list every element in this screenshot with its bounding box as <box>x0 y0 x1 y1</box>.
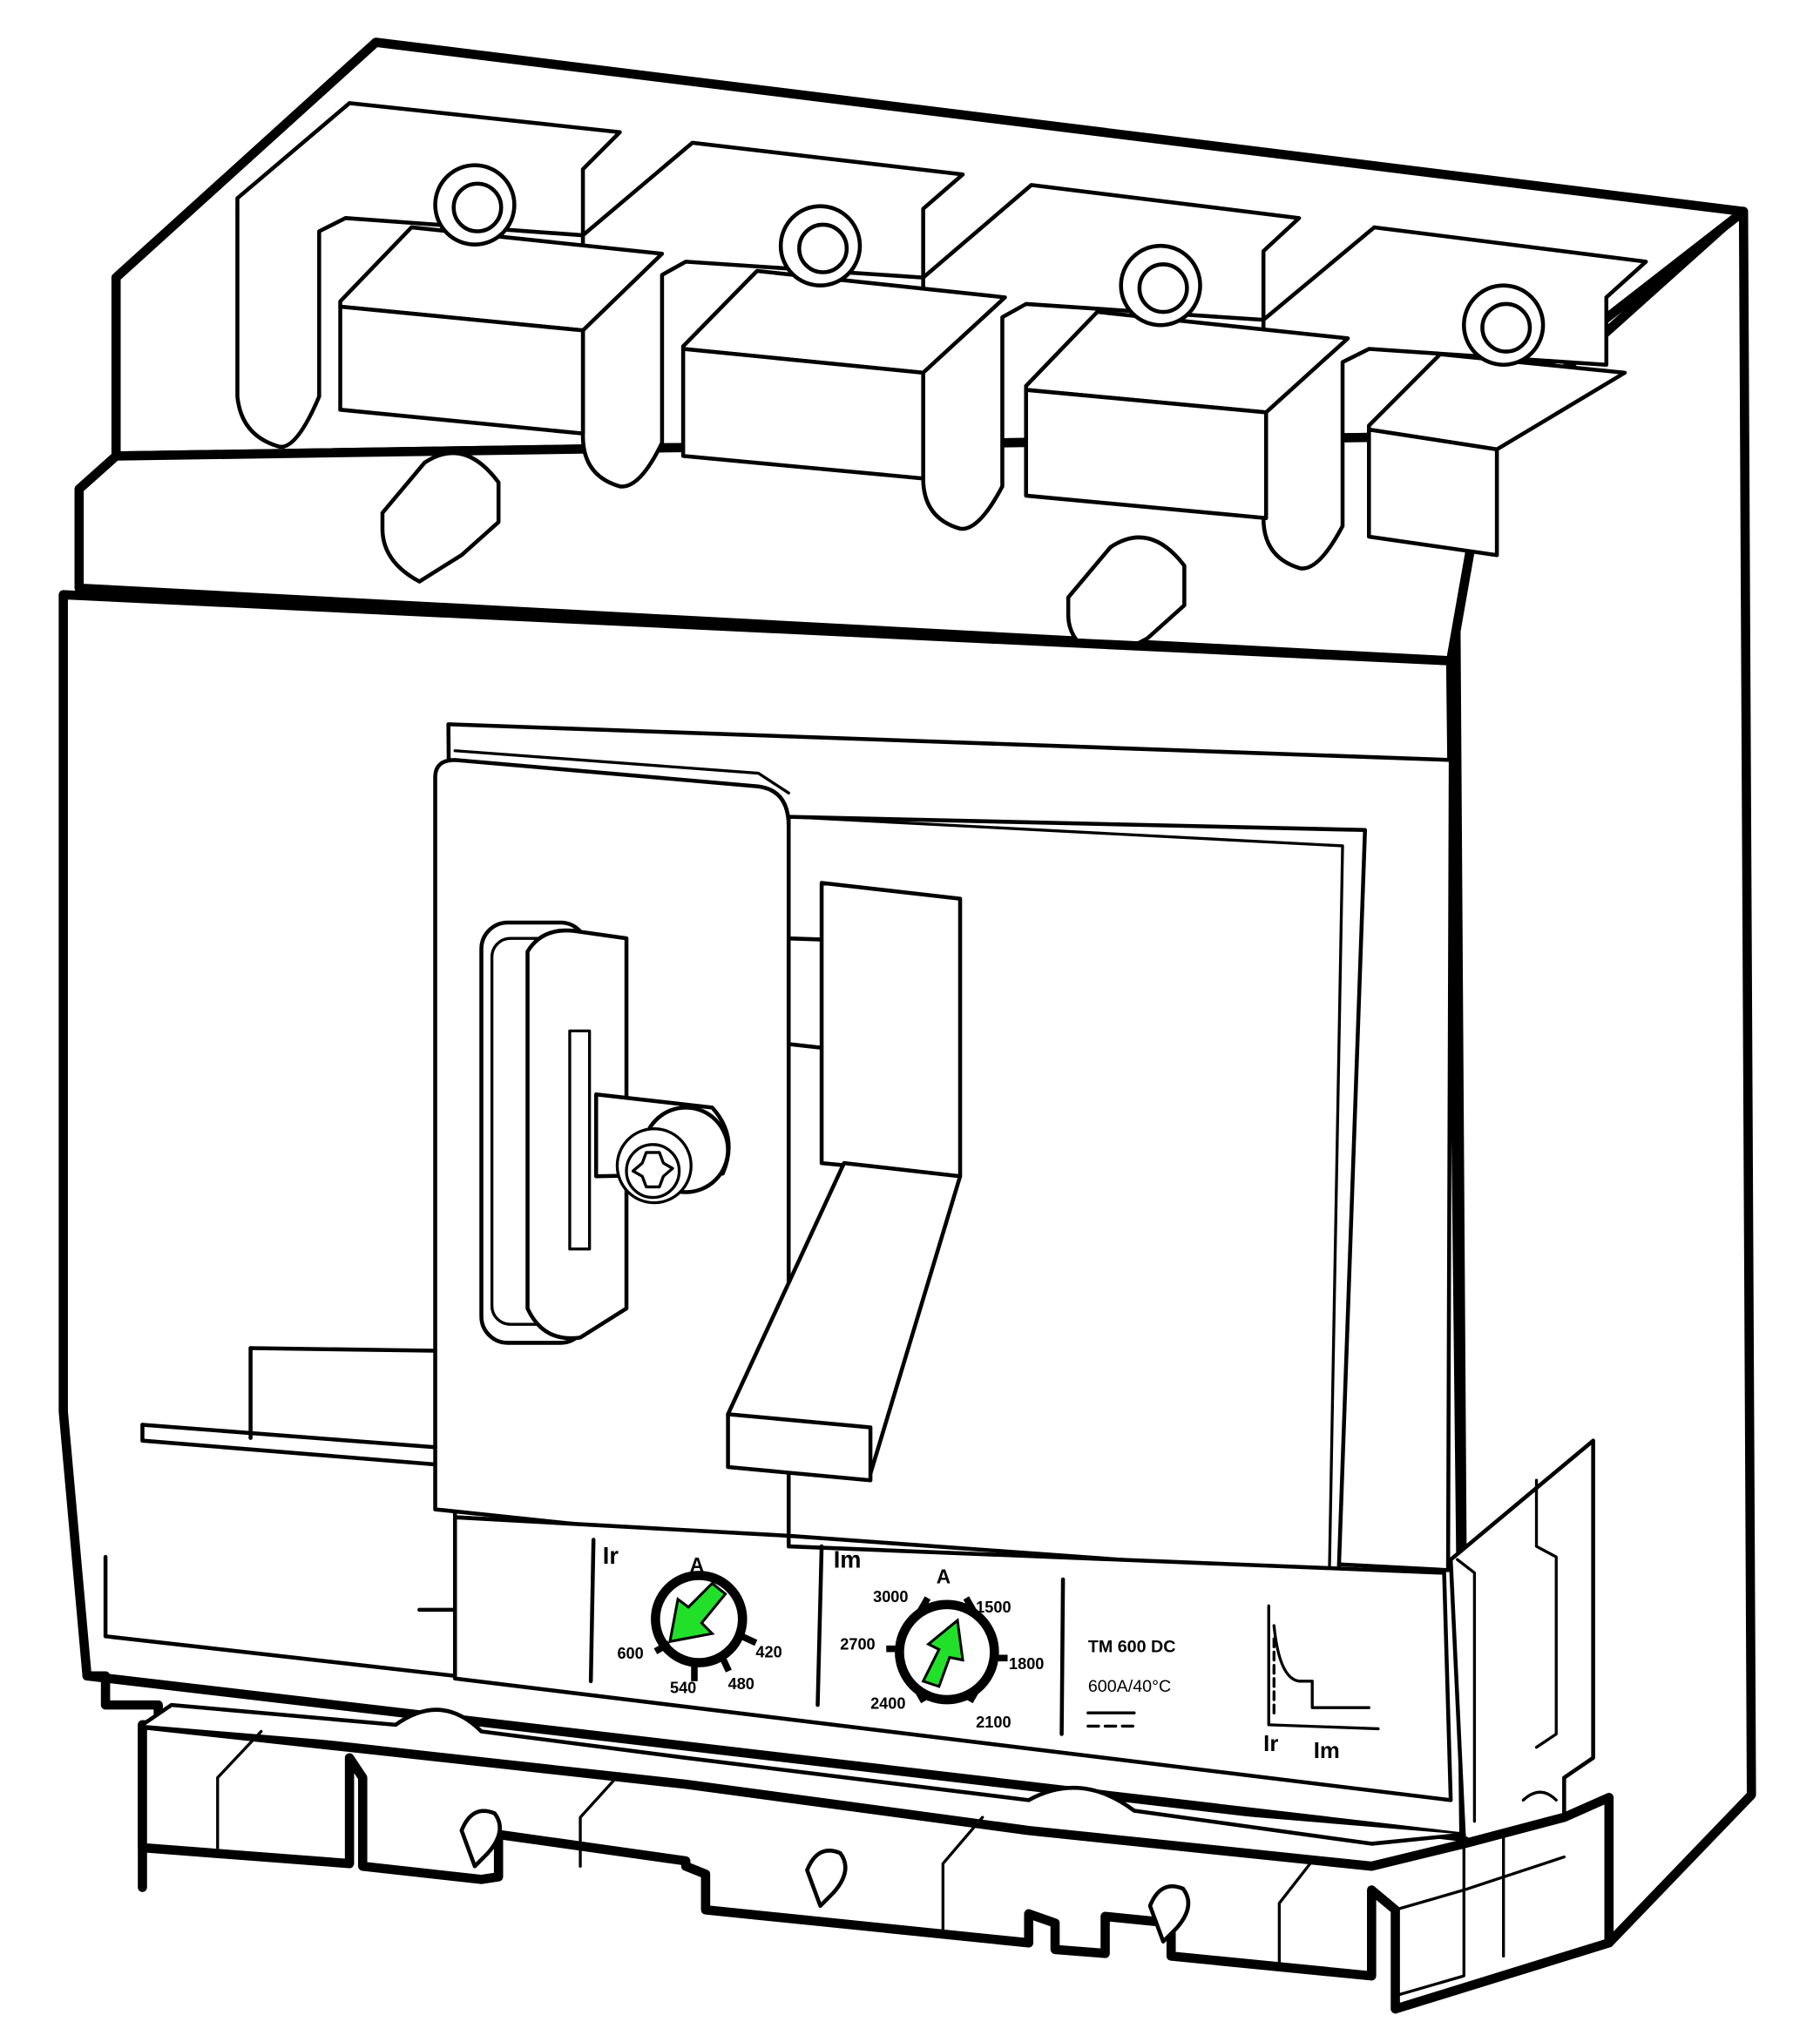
rating-text: 600A/40°C <box>1088 1677 1171 1696</box>
operating-handle[interactable] <box>726 881 963 1483</box>
curve-im-label: Im <box>1314 1739 1340 1763</box>
im-label: Im <box>834 1545 862 1572</box>
ir-label: Ir <box>603 1542 619 1569</box>
model-text: TM 600 DC <box>1088 1637 1176 1656</box>
ir-scale-540: 540 <box>670 1679 696 1696</box>
top-terminal-block <box>74 37 1749 666</box>
ir-scale-600: 600 <box>617 1645 643 1662</box>
torx-screw-icon[interactable] <box>615 1106 730 1205</box>
side-accessory <box>1448 1438 1595 1846</box>
ir-dial[interactable]: Ir A 600 540 480 420 <box>588 1538 824 1707</box>
rating-label: TM 600 DC 600A/40°C <box>1086 1637 1176 1728</box>
im-scale-2400: 2400 <box>870 1695 905 1713</box>
im-scale-2700: 2700 <box>840 1635 875 1653</box>
im-unit: A <box>937 1565 951 1588</box>
im-scale-1800: 1800 <box>1009 1655 1044 1673</box>
ir-scale-420: 420 <box>755 1643 781 1660</box>
green-arrow-icon <box>921 1618 964 1688</box>
trip-curve: Ir Im <box>1263 1604 1380 1763</box>
ir-unit: A <box>690 1553 704 1576</box>
im-scale-2100: 2100 <box>976 1714 1011 1731</box>
curve-ir-label: Ir <box>1263 1732 1278 1756</box>
ir-scale-480: 480 <box>728 1675 754 1693</box>
bottom-terminal-block <box>138 1702 1614 2014</box>
green-arrow-icon <box>668 1581 727 1644</box>
im-dial[interactable]: Im A 3000 1500 2700 1800 2400 2100 <box>834 1545 1066 1736</box>
im-scale-3000: 3000 <box>873 1588 908 1606</box>
im-scale-1500: 1500 <box>976 1599 1011 1616</box>
